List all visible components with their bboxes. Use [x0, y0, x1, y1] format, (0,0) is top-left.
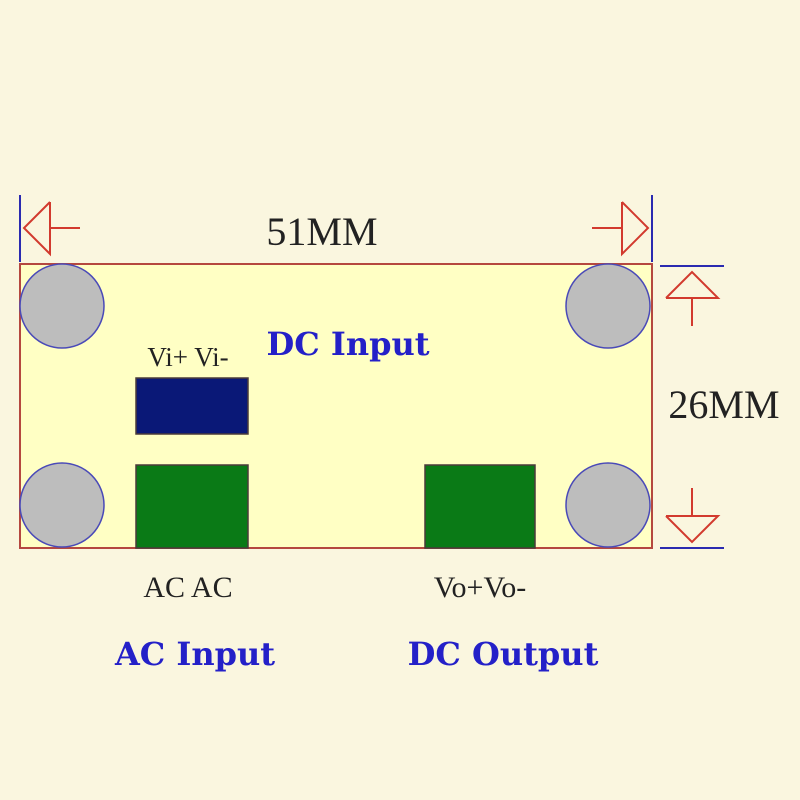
- height-dimension-bottom-marker: [660, 488, 724, 549]
- dc-output-pin-label: Vo+Vo-: [434, 571, 527, 604]
- width-dimension-label: 51MM: [266, 209, 377, 254]
- mount-hole-bottom-right: [565, 462, 651, 548]
- ac-input-terminal: [135, 464, 249, 549]
- width-dimension-right-marker: [592, 195, 653, 262]
- mount-hole-bottom-left: [19, 462, 105, 548]
- height-dimension-label: 26MM: [668, 382, 779, 427]
- ac-input-pin-label: AC AC: [143, 571, 232, 604]
- mount-hole-top-right: [565, 263, 651, 349]
- dc-input-label: DC Input: [266, 325, 429, 363]
- dc-output-terminal: [424, 464, 536, 549]
- dc-output-label: DC Output: [408, 635, 599, 673]
- height-dimension-top-marker: [660, 265, 724, 326]
- pcb-board: [19, 263, 653, 549]
- dc-input-pin-label: Vi+ Vi-: [147, 342, 228, 372]
- width-dimension-left-marker: [19, 195, 80, 262]
- mount-hole-top-left: [19, 263, 105, 349]
- dc-input-connector: [135, 377, 249, 435]
- ac-input-label: AC Input: [114, 635, 275, 673]
